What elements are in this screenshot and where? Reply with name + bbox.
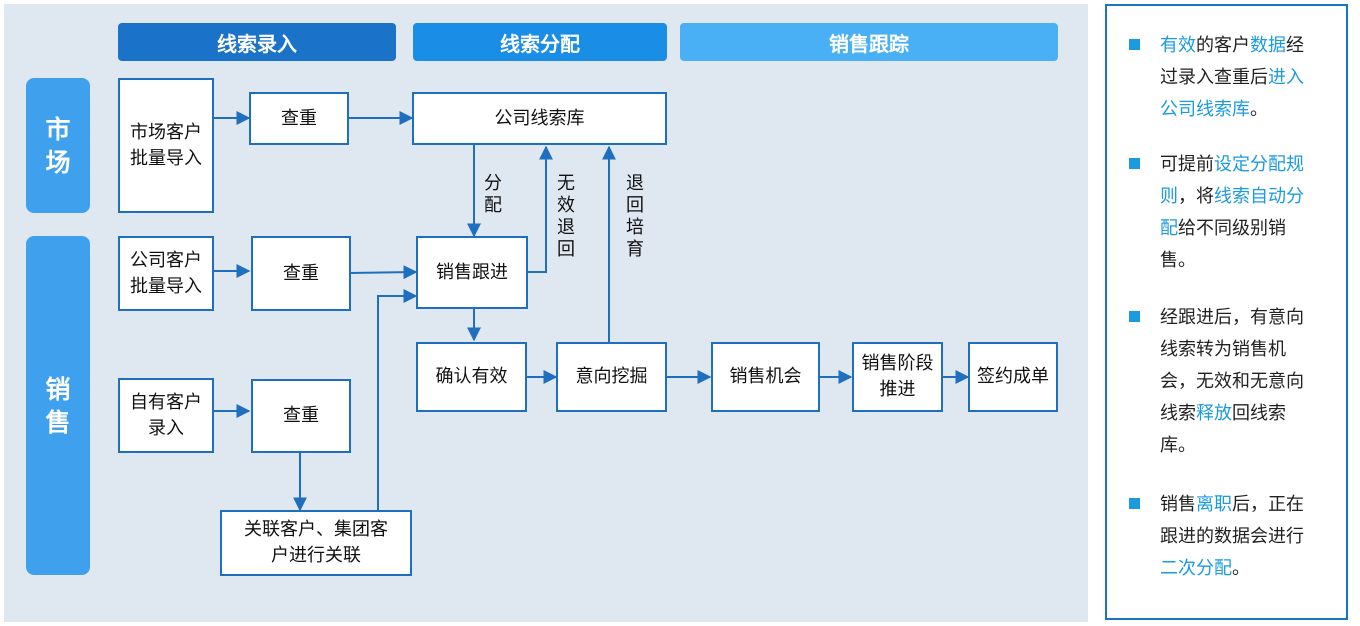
side-market-text: 市场 bbox=[45, 114, 71, 177]
box-dedup-1: 查重 bbox=[249, 92, 349, 145]
note-4-part-5: 。 bbox=[1232, 558, 1250, 579]
note-3-part-3: 回线索库。 bbox=[1160, 403, 1286, 456]
box-contract-closed: 签约成单 bbox=[968, 342, 1058, 412]
edge-invalid-return bbox=[527, 145, 553, 273]
note-1-text: 有效的客户数据经过录入查重后进入公司线索库。 bbox=[1160, 30, 1310, 126]
note-1-part-1: 有效 bbox=[1160, 35, 1196, 56]
note-bullet bbox=[1129, 498, 1140, 509]
note-1-part-4: 经过录入查重后 bbox=[1160, 35, 1304, 88]
note-3-part-1: 经跟进后，有意向线索转为销售机会，无效和无意向线索 bbox=[1160, 307, 1304, 424]
box-sales-opportunity: 销售机会 bbox=[711, 342, 820, 412]
note-1-part-5: 进入公司线索库 bbox=[1160, 67, 1304, 120]
label-return-nurture: 退回培育 bbox=[626, 173, 644, 260]
note-3-text: 经跟进后，有意向线索转为销售机会，无效和无意向线索释放回线索库。 bbox=[1160, 302, 1310, 462]
note-2-part-1: 可提前 bbox=[1160, 154, 1214, 175]
header-entry: 线索录入 bbox=[118, 23, 396, 61]
note-2-text: 可提前设定分配规则，将线索自动分配给不同级别销售。 bbox=[1160, 149, 1310, 277]
label-invalid-return: 无效退回 bbox=[557, 173, 575, 260]
note-2-part-2: 设定分配规则 bbox=[1160, 154, 1304, 207]
header-tracking: 销售跟踪 bbox=[680, 23, 1058, 61]
box-own-entry: 自有客户录入 bbox=[118, 378, 214, 453]
notes-panel: 有效的客户数据经过录入查重后进入公司线索库。 可提前设定分配规则，将线索自动分配… bbox=[1105, 4, 1348, 620]
box-company-import: 公司客户批量导入 bbox=[118, 236, 214, 311]
note-4-part-4: 二次分配 bbox=[1160, 558, 1232, 579]
box-market-import: 市场客户批量导入 bbox=[118, 78, 214, 213]
edge-link-to-follow bbox=[377, 289, 418, 511]
label-assign: 分配 bbox=[484, 173, 502, 216]
box-intent-mining: 意向挖掘 bbox=[556, 342, 667, 412]
box-dedup-3: 查重 bbox=[251, 379, 351, 453]
note-1-part-2: 的客户 bbox=[1196, 35, 1250, 56]
note-bullet bbox=[1129, 158, 1140, 169]
note-3-part-2: 释放 bbox=[1196, 403, 1232, 424]
connector-lines bbox=[213, 111, 970, 512]
note-2-part-5: 给不同级别销售。 bbox=[1160, 218, 1286, 271]
note-2-part-4: 线索自动分配 bbox=[1160, 186, 1304, 239]
note-1-part-3: 数据 bbox=[1250, 35, 1286, 56]
note-bullet bbox=[1129, 311, 1140, 322]
note-1-part-6: 。 bbox=[1250, 99, 1268, 120]
note-2: 可提前设定分配规则，将线索自动分配给不同级别销售。 bbox=[1129, 149, 1329, 277]
side-label-market: 市场 bbox=[26, 78, 90, 213]
note-3: 经跟进后，有意向线索转为销售机会，无效和无意向线索释放回线索库。 bbox=[1129, 302, 1329, 462]
note-4-part-3: 后，正在跟进的数据会进行 bbox=[1160, 494, 1304, 547]
side-label-sales: 销售 bbox=[26, 236, 90, 575]
box-confirm-valid: 确认有效 bbox=[416, 342, 527, 412]
box-stage-advance: 销售阶段推进 bbox=[852, 342, 943, 412]
note-1: 有效的客户数据经过录入查重后进入公司线索库。 bbox=[1129, 30, 1329, 126]
note-4-part-2: 离职 bbox=[1196, 494, 1232, 515]
note-4-part-1: 销售 bbox=[1160, 494, 1196, 515]
edge-dedup2-to-follow bbox=[349, 265, 418, 280]
note-4: 销售离职后，正在跟进的数据会进行二次分配。 bbox=[1129, 489, 1329, 585]
header-distribution: 线索分配 bbox=[413, 23, 667, 61]
side-sales-text: 销售 bbox=[45, 374, 71, 437]
note-bullet bbox=[1129, 39, 1140, 50]
note-4-text: 销售离职后，正在跟进的数据会进行二次分配。 bbox=[1160, 489, 1310, 585]
note-2-part-3: ，将 bbox=[1178, 186, 1214, 207]
box-sales-follow: 销售跟进 bbox=[416, 236, 528, 309]
box-link-customers: 关联客户、集团客户进行关联 bbox=[220, 510, 412, 576]
box-company-pool: 公司线索库 bbox=[412, 92, 667, 145]
box-dedup-2: 查重 bbox=[251, 236, 351, 311]
